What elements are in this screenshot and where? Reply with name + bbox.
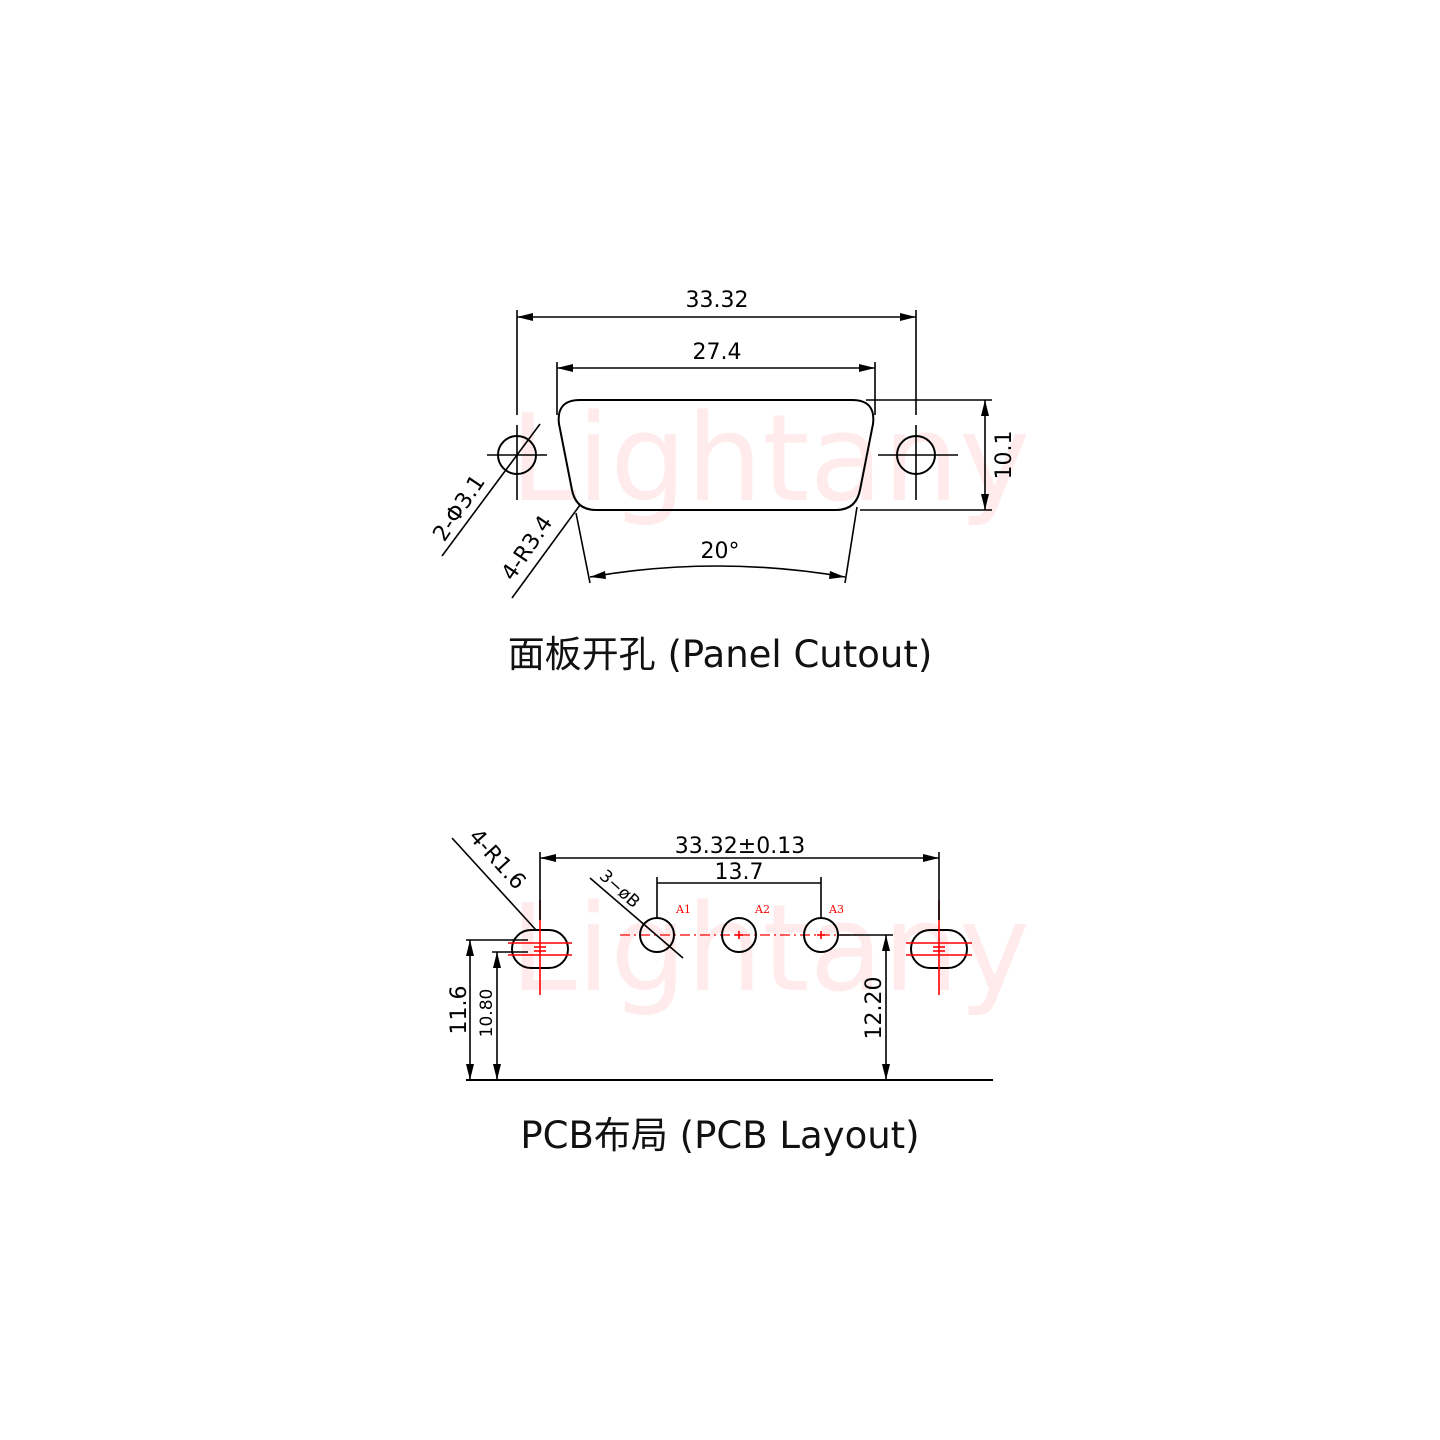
d-cutout-outline xyxy=(557,399,875,511)
dim-height-10-80: 10.80 xyxy=(477,989,497,1038)
dim-height-12-20: 12.20 xyxy=(862,977,887,1040)
dim-pin-pitch: 13.7 xyxy=(715,860,764,885)
pcb-layout-caption: PCB布局 (PCB Layout) xyxy=(520,1114,919,1157)
pin-label-a3: A3 xyxy=(828,903,844,916)
pin-hole-a2 xyxy=(721,917,757,953)
dim-overall-width: 33.32 xyxy=(686,288,749,313)
pin-label-a1: A1 xyxy=(675,903,691,916)
watermark-panel: Lightany xyxy=(510,390,1030,529)
dim-cutout-width: 27.4 xyxy=(693,340,742,365)
dim-hole-diameter: 2-Φ3.1 xyxy=(428,471,490,547)
panel-cutout-caption: 面板开孔 (Panel Cutout) xyxy=(508,633,933,676)
dim-height-11-6: 11.6 xyxy=(447,986,472,1035)
dim-draft-angle: 20° xyxy=(701,539,740,564)
dim-pcb-overall: 33.32±0.13 xyxy=(675,834,805,859)
mounting-slot-right xyxy=(910,929,968,969)
watermark-pcb: Lightany xyxy=(510,880,1030,1019)
dim-cutout-height: 10.1 xyxy=(992,431,1017,480)
pin-label-a2: A2 xyxy=(754,903,770,916)
dim-slot-radius: 4-R1.6 xyxy=(463,824,530,894)
